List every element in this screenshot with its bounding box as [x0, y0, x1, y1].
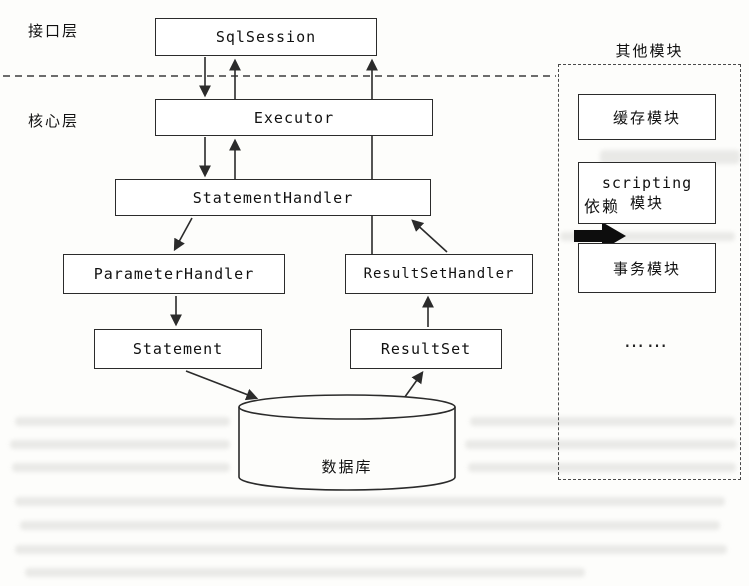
node-statement: Statement	[94, 329, 262, 369]
bleedthrough-stripe	[20, 521, 720, 530]
dependency-label: 依赖	[584, 197, 621, 216]
bleedthrough-stripe	[15, 545, 727, 554]
module-transaction: 事务模块	[578, 243, 716, 293]
arrow-statementhandler-to-parameterhandler	[173, 217, 193, 252]
other-modules-title: 其他模块	[615, 42, 684, 60]
node-executor: Executor	[155, 99, 433, 136]
other-modules-container	[558, 64, 741, 480]
bleedthrough-stripe	[15, 417, 230, 426]
node-sqlsession: SqlSession	[155, 18, 377, 56]
module-scripting-line2: 模块	[629, 194, 664, 212]
bleedthrough-stripe	[600, 150, 740, 164]
bleedthrough-stripe	[25, 568, 585, 577]
database-cylinder-body	[238, 407, 456, 491]
arrow-resultsethandler-to-statementhandler	[411, 219, 448, 253]
node-resultset: ResultSet	[350, 329, 502, 369]
module-scripting-line1: scripting	[601, 173, 693, 192]
core-layer-label: 核心层	[28, 112, 80, 130]
bleedthrough-stripe	[468, 463, 736, 472]
database-label: 数据库	[321, 458, 373, 476]
module-cache: 缓存模块	[578, 94, 716, 140]
bleedthrough-stripe	[12, 463, 230, 472]
bleedthrough-stripe	[10, 440, 230, 449]
bleedthrough-stripe	[560, 232, 735, 241]
interface-layer-label: 接口层	[28, 22, 80, 40]
database-cylinder-top	[238, 394, 456, 420]
arrow-statement-to-database	[185, 370, 259, 401]
node-resultset-handler: ResultSetHandler	[345, 254, 533, 294]
other-modules-ellipsis: ……	[624, 328, 670, 352]
bleedthrough-stripe	[470, 417, 735, 426]
bleedthrough-stripe	[465, 440, 737, 449]
node-statement-handler: StatementHandler	[115, 179, 431, 216]
bleedthrough-stripe	[15, 497, 725, 506]
module-scripting: scripting 模块	[578, 162, 716, 224]
node-parameter-handler: ParameterHandler	[63, 254, 285, 294]
